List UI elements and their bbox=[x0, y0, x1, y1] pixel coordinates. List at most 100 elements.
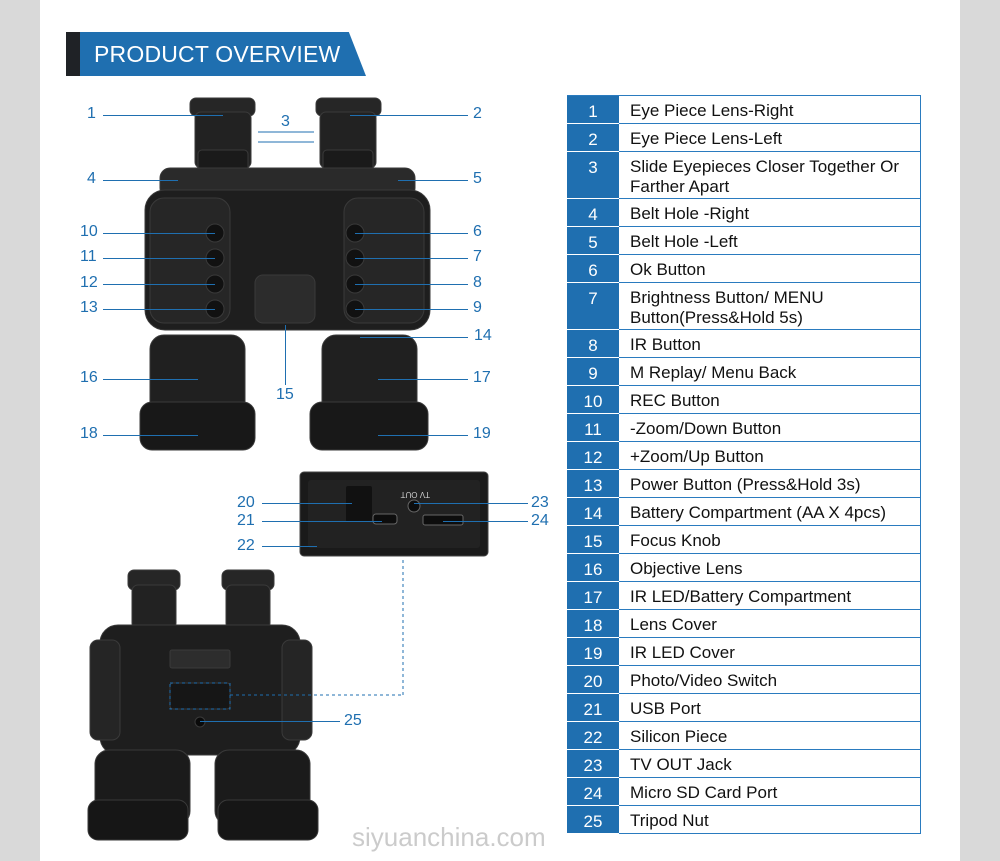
part-description: Focus Knob bbox=[630, 531, 721, 550]
callout-line-14 bbox=[360, 337, 468, 338]
callout-line-11 bbox=[103, 258, 215, 259]
callout-line-6 bbox=[355, 233, 468, 234]
callout-line-18 bbox=[103, 435, 198, 436]
binocular-front-view bbox=[139, 97, 431, 451]
callout-line-8 bbox=[355, 284, 468, 285]
part-number: 3 bbox=[567, 152, 619, 199]
callout-5: 5 bbox=[473, 170, 482, 187]
callout-line-16 bbox=[103, 379, 198, 380]
callout-line-24 bbox=[443, 521, 528, 522]
callout-25: 25 bbox=[344, 712, 362, 729]
parts-table-row: 19 IR LED Cover bbox=[567, 638, 920, 666]
parts-table-row: 16 Objective Lens bbox=[567, 554, 920, 582]
part-description: IR LED Cover bbox=[630, 643, 735, 662]
callout-21: 21 bbox=[237, 512, 255, 529]
part-number: 15 bbox=[567, 526, 619, 554]
part-number: 1 bbox=[567, 96, 619, 124]
callout-11: 11 bbox=[80, 248, 97, 265]
section-header: PRODUCT OVERVIEW bbox=[66, 32, 366, 76]
part-number: 16 bbox=[567, 554, 619, 582]
part-description: USB Port bbox=[630, 699, 701, 718]
part-number: 2 bbox=[567, 124, 619, 152]
part-number: 24 bbox=[567, 778, 619, 806]
part-number: 12 bbox=[567, 442, 619, 470]
callout-12: 12 bbox=[80, 274, 98, 291]
part-description: Objective Lens bbox=[630, 559, 743, 578]
part-description: +Zoom/Up Button bbox=[630, 447, 764, 466]
callout-1: 1 bbox=[87, 105, 96, 122]
part-description: Battery Compartment (AA X 4pcs) bbox=[630, 503, 887, 522]
parts-table-row: 9 M Replay/ Menu Back bbox=[567, 358, 920, 386]
part-number: 14 bbox=[567, 498, 619, 526]
parts-table-row: 21 USB Port bbox=[567, 694, 920, 722]
callout-line-13 bbox=[103, 309, 215, 310]
parts-table-row: 13 Power Button (Press&Hold 3s) bbox=[567, 470, 920, 498]
part-description: Slide Eyepieces Closer Together Or Farth… bbox=[630, 157, 899, 196]
callout-4: 4 bbox=[87, 170, 96, 187]
header-dark-tab bbox=[66, 32, 80, 76]
part-number: 20 bbox=[567, 666, 619, 694]
part-number: 25 bbox=[567, 806, 619, 834]
callout-line-4 bbox=[103, 180, 178, 181]
callout-line-2 bbox=[350, 115, 468, 116]
parts-table-row: 6 Ok Button bbox=[567, 255, 920, 283]
part-number: 18 bbox=[567, 610, 619, 638]
part-description: Eye Piece Lens-Right bbox=[630, 101, 794, 120]
callout-line-23 bbox=[414, 503, 528, 504]
part-description: Photo/Video Switch bbox=[630, 671, 778, 690]
callout-15: 15 bbox=[276, 386, 294, 403]
callout-18: 18 bbox=[80, 425, 98, 442]
callout-line-25 bbox=[200, 721, 340, 722]
part-number: 9 bbox=[567, 358, 619, 386]
callout-10: 10 bbox=[80, 223, 98, 240]
callout-7: 7 bbox=[473, 248, 482, 265]
part-description: Brightness Button/ MENU Button(Press&Hol… bbox=[630, 288, 824, 327]
part-description: Ok Button bbox=[630, 260, 706, 279]
part-description: Power Button (Press&Hold 3s) bbox=[630, 475, 861, 494]
callout-23: 23 bbox=[531, 494, 549, 511]
callout-line-12 bbox=[103, 284, 215, 285]
watermark: siyuanchina.com bbox=[352, 822, 546, 852]
part-description: REC Button bbox=[630, 391, 720, 410]
parts-table-row: 3 Slide Eyepieces Closer Together Or Fart… bbox=[567, 152, 920, 199]
part-number: 22 bbox=[567, 722, 619, 750]
binocular-back-view bbox=[87, 569, 319, 841]
part-description: TV OUT Jack bbox=[630, 755, 732, 774]
part-number: 13 bbox=[567, 470, 619, 498]
part-number: 21 bbox=[567, 694, 619, 722]
part-description: Eye Piece Lens-Left bbox=[630, 129, 783, 148]
part-number: 23 bbox=[567, 750, 619, 778]
part-number: 6 bbox=[567, 255, 619, 283]
callout-line-10 bbox=[103, 233, 215, 234]
part-description: M Replay/ Menu Back bbox=[630, 363, 797, 382]
callout-line-5 bbox=[398, 180, 468, 181]
callout-line-17 bbox=[378, 379, 468, 380]
part-description: Tripod Nut bbox=[630, 811, 709, 830]
parts-table-row: 23 TV OUT Jack bbox=[567, 750, 920, 778]
part-description: IR LED/Battery Compartment bbox=[630, 587, 852, 606]
part-description: Micro SD Card Port bbox=[630, 783, 778, 802]
callout-3: 3 bbox=[281, 113, 290, 130]
callout-line-9 bbox=[355, 309, 468, 310]
parts-table-row: 25 Tripod Nut bbox=[567, 806, 920, 834]
callout-8: 8 bbox=[473, 274, 482, 291]
parts-table-row: 15 Focus Knob bbox=[567, 526, 920, 554]
callout-line-21 bbox=[262, 521, 382, 522]
callout-9: 9 bbox=[473, 299, 482, 316]
part-number: 11 bbox=[567, 414, 619, 442]
callout-20: 20 bbox=[237, 494, 255, 511]
part-number: 10 bbox=[567, 386, 619, 414]
parts-table-row: 1 Eye Piece Lens-Right bbox=[567, 96, 920, 124]
part-number: 19 bbox=[567, 638, 619, 666]
parts-table-row: 14 Battery Compartment (AA X 4pcs) bbox=[567, 498, 920, 526]
callout-24: 24 bbox=[531, 512, 549, 529]
part-number: 8 bbox=[567, 330, 619, 358]
part-description: Belt Hole -Left bbox=[630, 232, 738, 251]
